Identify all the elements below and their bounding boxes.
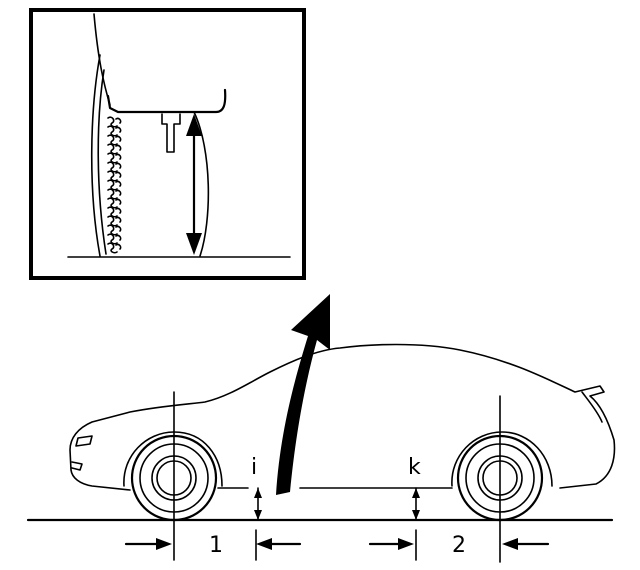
rear-offset-dimension — [368, 529, 550, 561]
tread-block — [107, 197, 122, 209]
tread-block — [107, 170, 122, 182]
headlight — [75, 435, 93, 447]
tread-block — [107, 215, 122, 227]
front-offset-dimension — [124, 529, 302, 561]
front-offset-label: 1 — [209, 533, 223, 558]
tread-block — [107, 242, 122, 254]
rear-height-dimension — [412, 487, 420, 521]
front-wheel — [123, 431, 223, 522]
tread-block — [107, 116, 122, 128]
rear-offset-label: 2 — [452, 533, 466, 558]
tread-block — [107, 134, 122, 146]
inset-height-dimension-arrow — [186, 111, 210, 257]
tread-block — [107, 188, 122, 200]
inset-stud — [161, 113, 181, 153]
tread-block — [107, 206, 122, 218]
tread-block — [107, 152, 122, 164]
front-marker — [71, 461, 83, 471]
inset-tire-inner — [97, 69, 107, 255]
front-height-label: i — [251, 455, 257, 480]
detail-inset — [29, 8, 306, 280]
tread-block — [107, 233, 122, 245]
tread-block — [107, 143, 122, 155]
curved-arrow-icon — [276, 294, 330, 495]
rear-wheel — [451, 431, 553, 522]
tread-block — [107, 224, 122, 236]
front-height-dimension — [254, 487, 262, 521]
tread-block — [107, 179, 122, 191]
inset-tire-outer — [90, 54, 101, 257]
rear-spoiler — [581, 391, 603, 423]
inset-fender-edge — [106, 88, 227, 114]
inset-tire-tread — [107, 116, 122, 254]
car-side-view: i k 1 2 — [26, 343, 616, 563]
tread-block — [107, 161, 122, 173]
rear-height-label: k — [408, 455, 421, 480]
car-body-outline — [69, 343, 616, 491]
tread-block — [107, 125, 122, 137]
